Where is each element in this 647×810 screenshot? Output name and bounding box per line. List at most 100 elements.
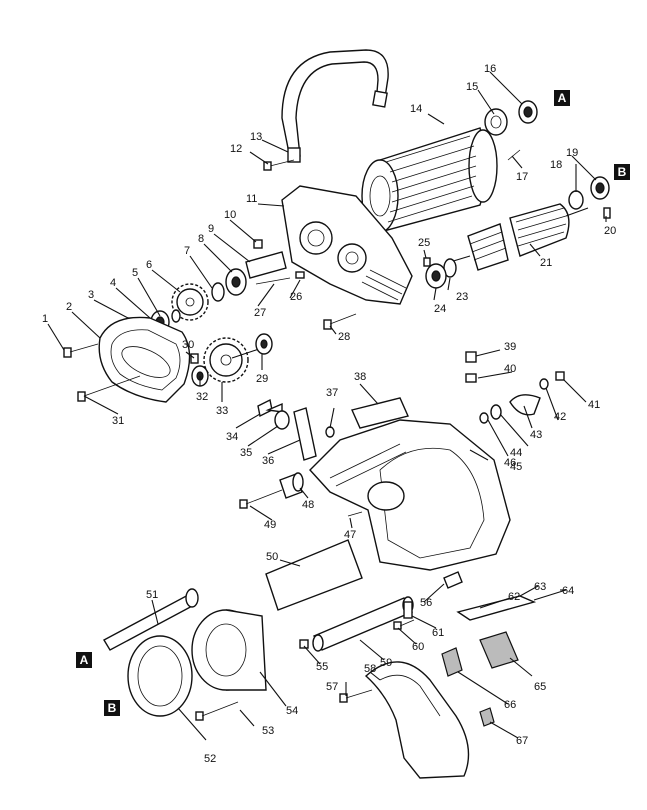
part-number-label: 60	[412, 641, 424, 653]
reference-marker-a: A	[554, 90, 570, 106]
part-number-label: 31	[112, 415, 124, 427]
motor-housing	[361, 127, 498, 233]
bearing-24	[425, 263, 447, 289]
part-number-label: 41	[588, 399, 600, 411]
part-number-label: 2	[66, 301, 72, 313]
washer-44	[490, 404, 502, 420]
bearing-8	[225, 268, 247, 296]
part-number-label: 29	[256, 373, 268, 385]
screw-60	[393, 619, 415, 630]
part-number-label: 53	[262, 725, 274, 737]
spring-61	[403, 601, 413, 619]
reference-marker-a: A	[76, 652, 92, 668]
screw-1	[63, 343, 99, 358]
reference-marker-label: B	[618, 165, 627, 179]
part-number-label: 9	[208, 223, 214, 235]
reference-marker-label: B	[108, 701, 117, 715]
part-number-label: 55	[316, 661, 328, 673]
ring-45	[479, 412, 489, 424]
nut-55	[299, 639, 309, 649]
part-number-label: 36	[262, 455, 274, 467]
knob-39	[465, 351, 477, 363]
part-number-label: 11	[246, 193, 257, 205]
part-number-label: 18	[550, 159, 562, 171]
flange-15	[484, 108, 508, 136]
part-number-label: 40	[504, 363, 516, 375]
part-number-label: 5	[132, 267, 138, 279]
gear-case	[281, 185, 413, 305]
part-number-label: 1	[42, 313, 48, 325]
screw-41	[555, 371, 565, 381]
part-number-label: 50	[266, 551, 278, 563]
key-20	[603, 207, 611, 219]
block-56	[443, 571, 463, 589]
part-number-label: 7	[184, 245, 190, 257]
part-number-label: 14	[410, 103, 422, 115]
part-number-label: 37	[326, 387, 338, 399]
part-number-label: 63	[534, 581, 546, 593]
part-number-label: 35	[240, 447, 252, 459]
screw-53	[195, 701, 239, 721]
part-number-label: 62	[508, 591, 520, 603]
leader-lines	[47, 71, 607, 741]
main-housing	[309, 419, 511, 571]
part-number-label: 66	[504, 699, 516, 711]
washer-7	[211, 282, 225, 302]
bearing-19	[590, 176, 610, 200]
part-66	[441, 647, 463, 677]
rear-handle	[364, 661, 470, 779]
part-number-label: 49	[264, 519, 276, 531]
reference-marker-b: B	[104, 700, 120, 716]
part-number-label: 33	[216, 405, 228, 417]
screw-12	[263, 159, 295, 171]
part-number-label: 20	[604, 225, 616, 237]
pin-27	[255, 277, 291, 285]
switch-65	[479, 631, 519, 669]
part-number-label: 15	[466, 81, 478, 93]
wing-nut-34	[257, 398, 283, 418]
part-number-label: 27	[254, 307, 266, 319]
part-number-label: 61	[432, 627, 444, 639]
part-number-label: 13	[250, 131, 262, 143]
screw-28	[323, 313, 357, 330]
part-67	[479, 707, 495, 727]
part-number-label: 6	[146, 259, 152, 271]
part-number-label: 46	[504, 457, 516, 469]
field-coil-54	[191, 609, 267, 691]
part-number-label: 45	[510, 461, 522, 473]
pin-26	[295, 271, 305, 279]
part-number-label: 21	[540, 257, 552, 269]
washer-18	[568, 190, 584, 210]
screw-47	[347, 511, 363, 517]
part-number-label: 23	[456, 291, 468, 303]
end-bracket-52	[127, 635, 193, 717]
part-number-label: 43	[530, 429, 542, 441]
part-number-label: 24	[434, 303, 446, 315]
part-number-label: 32	[196, 391, 208, 403]
part-number-label: 42	[554, 411, 566, 423]
part-number-label: 39	[504, 341, 516, 353]
part-number-label: 12	[230, 143, 242, 155]
reference-marker-label: A	[558, 91, 567, 105]
part-number-label: 26	[290, 291, 302, 303]
screw-57	[339, 689, 373, 703]
part-number-label: 8	[198, 233, 204, 245]
part-number-label: 58	[364, 663, 376, 675]
part-number-label: 52	[204, 753, 216, 765]
part-number-label: 4	[110, 277, 116, 289]
part-number-label: 30	[182, 339, 194, 351]
gear-cover	[98, 316, 191, 403]
part-number-label: 51	[146, 589, 158, 601]
part-number-label: 10	[224, 209, 236, 221]
washer-4	[171, 309, 181, 323]
gear-33	[203, 337, 263, 383]
part-number-label: 65	[534, 681, 546, 693]
shaft-48	[279, 472, 304, 499]
screw-37	[325, 426, 335, 438]
washer-42	[539, 378, 549, 390]
washer-35	[274, 410, 290, 430]
part-number-label: 19	[566, 147, 578, 159]
nut-40	[465, 373, 477, 383]
pin-30	[190, 353, 199, 364]
